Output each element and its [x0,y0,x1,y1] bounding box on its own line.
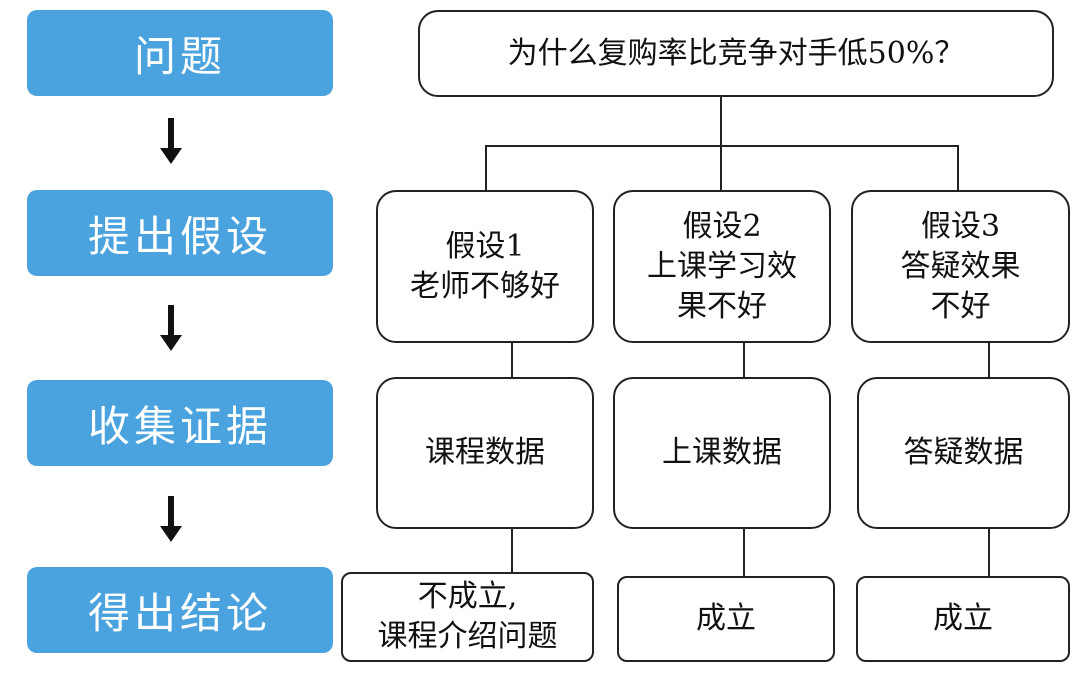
hypothesis-box-2: 假设2 上课学习效 果不好 [613,190,831,343]
evidence-box-1: 课程数据 [376,377,594,529]
down-arrow-icon [160,496,182,544]
connector-line [988,528,990,576]
conclusion-3-text: 成立 [933,601,993,636]
hypothesis-2-line-3: 果不好 [677,288,767,324]
step-hypothesis: 提出假设 [27,190,333,276]
evidence-box-3: 答疑数据 [857,377,1070,529]
step-question: 问题 [27,10,333,96]
connector-line [720,145,722,190]
question-box: 为什么复购率比竞争对手低50%？ [418,10,1054,97]
connector-line [485,145,959,147]
evidence-3-text: 答疑数据 [903,435,1024,470]
down-arrow-icon [160,305,182,353]
step-conclusion-label: 得出结论 [87,588,272,638]
connector-line [511,528,513,572]
hypothesis-3-line-1: 假设3 [920,208,1001,244]
hypothesis-3-line-3: 不好 [930,288,991,324]
hypothesis-1-line-2: 老师不够好 [410,268,560,304]
hypothesis-2-line-2: 上课学习效 [647,248,797,284]
step-evidence-label: 收集证据 [87,401,272,451]
question-text: 为什么复购率比竞争对手低50%？ [507,35,965,71]
connector-line [511,342,513,378]
hypothesis-3-line-2: 答疑效果 [900,248,1021,284]
conclusion-box-2: 成立 [617,576,835,662]
hypothesis-2-line-1: 假设2 [682,208,762,244]
conclusion-box-1: 不成立, 课程介绍问题 [341,572,594,662]
connector-line [485,145,487,190]
step-conclusion: 得出结论 [27,567,333,653]
evidence-1-text: 课程数据 [425,435,545,470]
evidence-2-text: 上课数据 [662,435,782,470]
down-arrow-icon [160,118,182,166]
conclusion-box-3: 成立 [856,576,1070,662]
step-evidence: 收集证据 [27,380,333,466]
hypothesis-box-1: 假设1 老师不够好 [376,190,594,343]
connector-line [743,528,745,576]
step-question-label: 问题 [133,31,226,81]
hypothesis-1-line-1: 假设1 [445,228,525,264]
connector-line [720,96,722,146]
connector-line [743,342,745,378]
conclusion-1-line-1: 不成立, [417,579,518,614]
conclusion-2-text: 成立 [696,601,756,636]
connector-line [957,145,959,190]
step-hypothesis-label: 提出假设 [87,211,272,261]
connector-line [988,342,990,378]
conclusion-1-line-2: 课程介绍问题 [377,619,558,654]
evidence-box-2: 上课数据 [613,377,831,529]
hypothesis-box-3: 假设3 答疑效果 不好 [851,190,1070,343]
